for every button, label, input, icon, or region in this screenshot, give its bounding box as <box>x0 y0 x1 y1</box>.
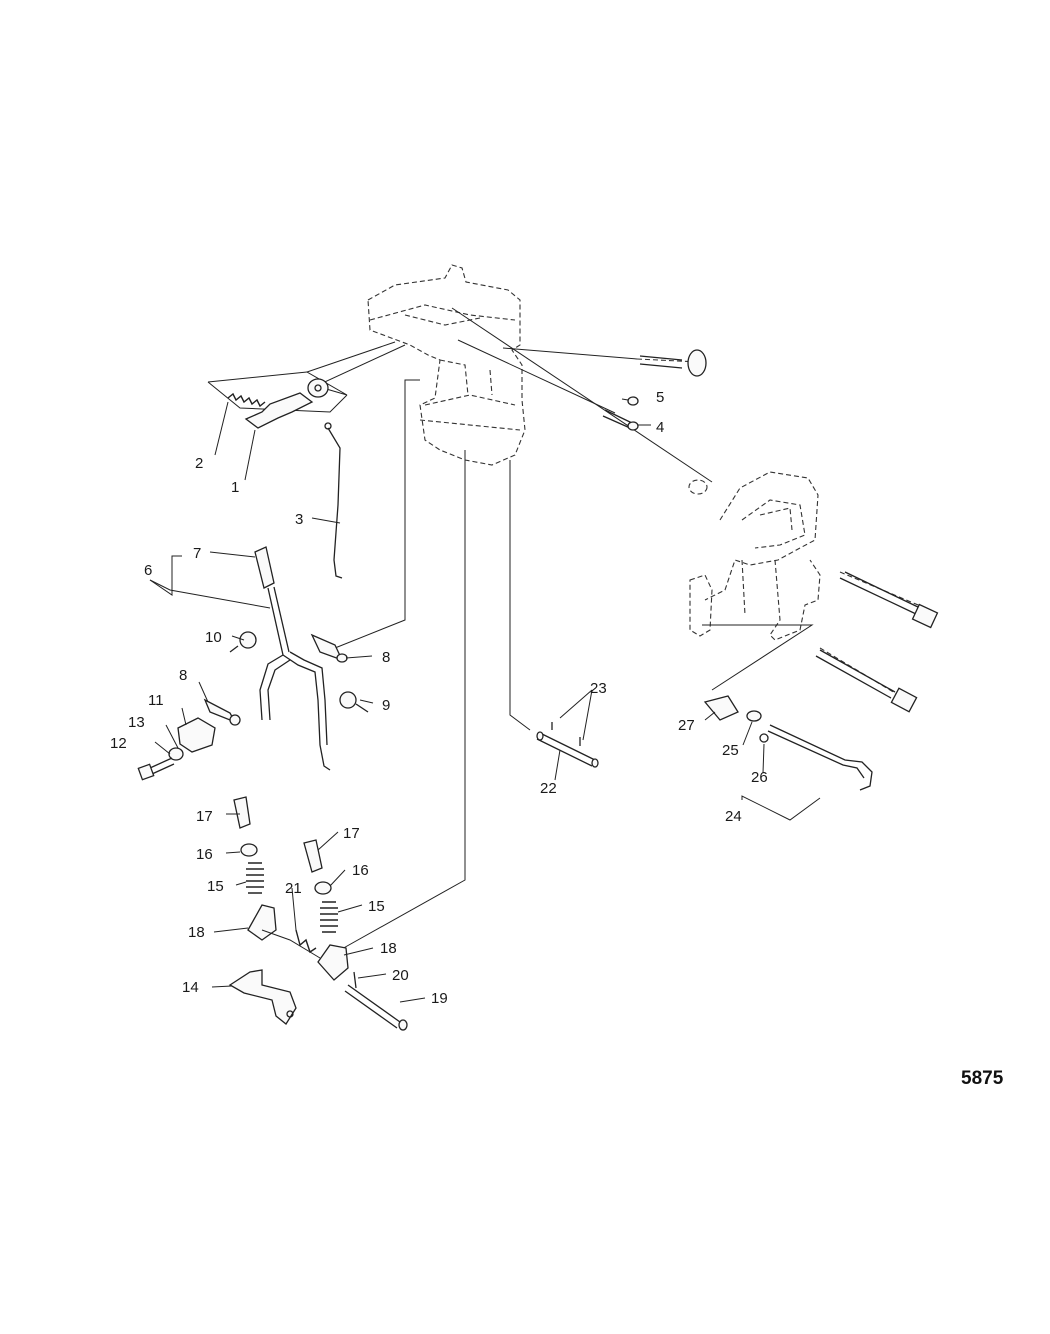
spring-part-21 <box>295 929 317 954</box>
callout-9: 9 <box>382 697 390 714</box>
pin-part-8-lower <box>203 698 241 726</box>
spring-part-15-left <box>246 862 264 894</box>
callout-10: 10 <box>205 629 222 646</box>
pin-part-4 <box>602 396 639 431</box>
callout-26: 26 <box>751 769 768 786</box>
callout-13: 13 <box>128 714 145 731</box>
lever-part-18-right <box>317 944 349 981</box>
clip-part-9 <box>339 691 369 713</box>
callout-2: 2 <box>195 455 203 472</box>
bushing-part-25 <box>746 710 762 722</box>
callout-23: 23 <box>590 680 607 697</box>
handle-part-24 <box>759 724 873 791</box>
clip-part-8-upper <box>310 633 348 663</box>
lower-linkage <box>228 796 408 1031</box>
assembly-lines <box>149 307 931 951</box>
bolt-part-12 <box>137 757 175 781</box>
callout-25: 25 <box>722 742 739 759</box>
boot-part-27 <box>703 695 739 721</box>
shaft-part-22 <box>536 722 599 768</box>
housing-bracket <box>367 264 526 466</box>
callout-18-right: 18 <box>380 940 397 957</box>
washer-part-13 <box>168 747 184 761</box>
callout-21: 21 <box>285 880 302 897</box>
callout-18-left: 18 <box>188 924 205 941</box>
knob-part-7 <box>254 546 275 589</box>
clamp-bolts <box>639 349 939 713</box>
block-part-11 <box>177 717 216 753</box>
figure-number: 5875 <box>961 1068 1004 1089</box>
callout-19: 19 <box>431 990 448 1007</box>
callout-7: 7 <box>193 545 201 562</box>
spring-part-2 <box>227 392 266 408</box>
callout-4: 4 <box>656 419 664 436</box>
callout-8-lower: 8 <box>179 667 187 684</box>
callout-8-upper: 8 <box>382 649 390 666</box>
lever-part-1 <box>227 378 329 429</box>
callout-11: 11 <box>148 692 164 709</box>
clip-part-26 <box>759 733 769 743</box>
rod-part-19 <box>344 984 401 1029</box>
washer-part-16-right <box>314 881 332 895</box>
callout-17-left: 17 <box>196 808 213 825</box>
callout-6: 6 <box>144 562 152 579</box>
shift-lever-part-6 <box>254 546 331 771</box>
bracket-part-14 <box>228 969 297 1025</box>
callout-17-right: 17 <box>343 825 360 842</box>
pin-part-20 <box>353 971 357 989</box>
callout-16-right: 16 <box>352 862 369 879</box>
callout-15-left: 15 <box>207 878 224 895</box>
callout-27: 27 <box>678 717 695 734</box>
link-rod-part-3 <box>324 422 343 579</box>
callout-12: 12 <box>110 735 127 752</box>
clamp-bracket <box>688 471 821 641</box>
callout-leaders <box>149 398 821 1003</box>
callout-1: 1 <box>231 479 239 496</box>
link-part-17-right <box>303 839 323 873</box>
nut-part-5 <box>627 396 639 406</box>
callout-14: 14 <box>182 979 199 996</box>
washer-part-16-left <box>240 843 258 857</box>
callout-20: 20 <box>392 967 409 984</box>
callout-22: 22 <box>540 780 557 797</box>
callout-15-right: 15 <box>368 898 385 915</box>
clip-part-10 <box>229 631 257 653</box>
link-part-17-left <box>233 796 251 829</box>
spring-part-15-right <box>320 901 338 933</box>
callout-labels: 2 1 3 6 7 10 8 8 9 11 13 12 5 4 23 22 27… <box>110 389 768 1007</box>
lever-part-18-left <box>247 904 277 941</box>
callout-24: 24 <box>725 808 742 825</box>
callout-16-left: 16 <box>196 846 213 863</box>
callout-5: 5 <box>656 389 664 406</box>
callout-3: 3 <box>295 511 303 528</box>
pins-part-23 <box>551 722 581 746</box>
